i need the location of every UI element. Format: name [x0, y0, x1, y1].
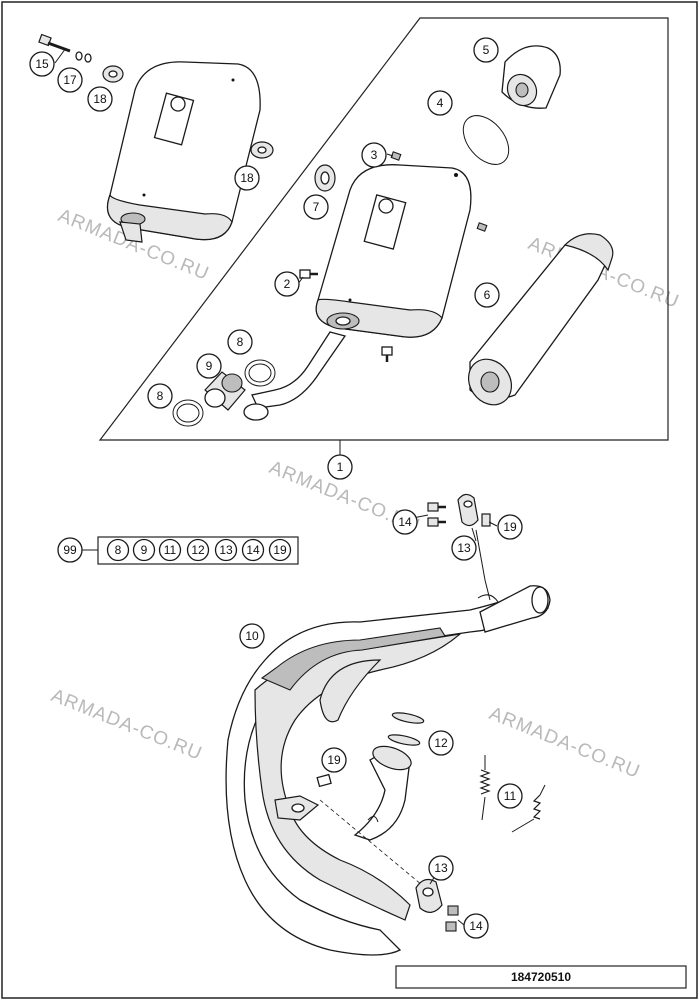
svg-text:99: 99	[63, 543, 77, 557]
callout-99: 99	[57, 537, 83, 563]
svg-text:8: 8	[237, 335, 244, 349]
callout-13-top: 13	[451, 535, 477, 561]
svg-text:6: 6	[484, 288, 491, 302]
svg-text:7: 7	[313, 200, 320, 214]
svg-text:4: 4	[437, 96, 444, 110]
kit-item: 13	[214, 538, 238, 562]
kit-item: 12	[186, 538, 210, 562]
callout-2: 2	[274, 271, 300, 297]
end-cap-5	[501, 45, 561, 109]
kit-item: 19	[268, 538, 292, 562]
callout-9: 9	[196, 353, 222, 379]
callout-18-top: 18	[87, 86, 113, 112]
callout-18-mid: 18	[234, 165, 260, 191]
callout-17: 17	[57, 67, 83, 93]
svg-text:13: 13	[219, 543, 233, 557]
watermark-text: ARMADA-CO.RU	[48, 685, 205, 765]
callout-bubbles: 15 17 18 18 7 3 5 4 2 6 8 9 8 1 14 13 19…	[29, 37, 523, 939]
svg-text:12: 12	[434, 736, 448, 750]
svg-text:13: 13	[457, 541, 471, 555]
drawing-number: 184720510	[511, 970, 571, 984]
svg-text:3: 3	[371, 148, 378, 162]
coupler-9	[204, 371, 246, 411]
svg-text:17: 17	[63, 73, 77, 87]
svg-text:14: 14	[398, 515, 412, 529]
bolt-15	[38, 33, 71, 53]
callout-1: 1	[327, 454, 353, 480]
clip-19-top	[481, 513, 491, 527]
bracket-13-top	[457, 493, 479, 527]
screw-3	[390, 151, 488, 232]
svg-text:10: 10	[245, 629, 259, 643]
svg-text:19: 19	[273, 543, 287, 557]
svg-text:1: 1	[337, 460, 344, 474]
callout-19-mid: 19	[321, 747, 347, 773]
callout-14-bottom: 14	[463, 913, 489, 939]
svg-text:14: 14	[469, 919, 483, 933]
callout-3: 3	[361, 142, 387, 168]
o-ring-4	[462, 115, 510, 165]
callout-14-top: 14	[392, 509, 418, 535]
svg-text:19: 19	[503, 520, 517, 534]
svg-text:8: 8	[157, 389, 164, 403]
svg-text:11: 11	[164, 543, 177, 557]
callout-5: 5	[473, 37, 499, 63]
outer-sleeve-6	[468, 233, 614, 406]
seal-ring-8	[172, 359, 276, 427]
grommet-7	[314, 164, 336, 192]
callout-6: 6	[474, 282, 500, 308]
exhaust-pipe-10	[225, 585, 551, 956]
callout-7: 7	[303, 194, 329, 220]
svg-text:5: 5	[483, 43, 490, 57]
callout-8-upper: 8	[227, 329, 253, 355]
cable	[475, 529, 491, 601]
silencer-body	[315, 164, 472, 338]
svg-text:9: 9	[206, 359, 213, 373]
svg-text:2: 2	[284, 277, 291, 291]
drawing-number-box: 184720510	[395, 965, 687, 989]
alignment-line	[319, 799, 429, 891]
kit-item: 9	[132, 538, 156, 562]
svg-text:13: 13	[434, 861, 448, 875]
kit-item: 14	[241, 538, 265, 562]
washers-17	[75, 51, 92, 63]
watermark-text: ARMADA-CO.RU	[486, 703, 643, 783]
bolt-2	[299, 269, 393, 362]
svg-text:19: 19	[327, 753, 341, 767]
svg-text:15: 15	[35, 57, 49, 71]
svg-text:18: 18	[93, 92, 107, 106]
callout-15: 15	[29, 51, 55, 77]
spring-11	[479, 755, 546, 833]
screw-14-top	[427, 502, 446, 527]
callout-12: 12	[428, 730, 454, 756]
kit-item: 8	[106, 538, 130, 562]
callout-11: 11	[497, 783, 523, 809]
svg-text:8: 8	[115, 543, 122, 557]
callout-4: 4	[427, 90, 453, 116]
kit-item: 11	[158, 538, 182, 562]
bracket-13-bottom	[415, 878, 443, 913]
svg-text:18: 18	[240, 171, 254, 185]
svg-text:9: 9	[141, 543, 148, 557]
callout-8-lower: 8	[147, 383, 173, 409]
callout-10: 10	[239, 623, 265, 649]
callout-19-top: 19	[497, 514, 523, 540]
svg-text:11: 11	[504, 789, 517, 803]
silencer-inlet-pipe	[243, 331, 347, 421]
grommet-18-top	[102, 65, 124, 83]
silencer-rear-view	[106, 61, 261, 243]
screw-14-bottom	[445, 905, 459, 932]
gasket-12	[387, 712, 425, 746]
svg-text:12: 12	[191, 543, 205, 557]
grommet-18-mid	[250, 141, 274, 159]
svg-text:14: 14	[246, 543, 260, 557]
silencer-assembly-boundary	[98, 17, 669, 441]
callout-13-bottom: 13	[428, 855, 454, 881]
